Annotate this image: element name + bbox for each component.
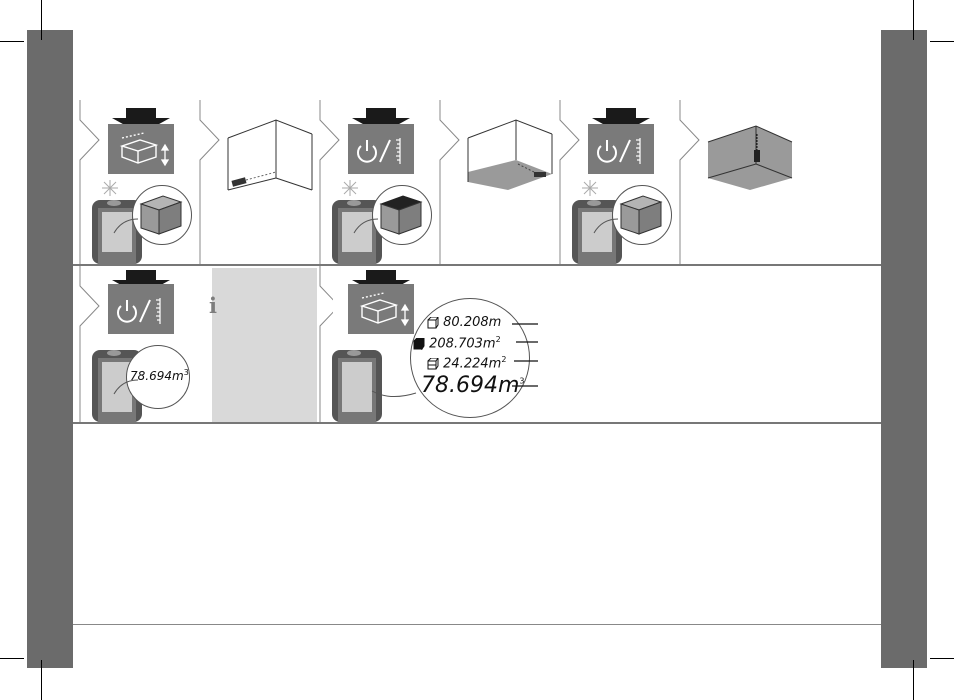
- bubble-unit: m: [172, 369, 184, 383]
- info-icon: i: [209, 293, 217, 318]
- volume-button[interactable]: [348, 284, 414, 334]
- result-row-length: 80.208m: [427, 315, 501, 330]
- power-measure-icon: [348, 124, 414, 174]
- solid-cube-icon: [413, 338, 425, 350]
- result-exponent: 2: [496, 335, 501, 344]
- result-unit: m: [489, 356, 502, 371]
- result-unit: m: [483, 336, 496, 351]
- crop-mark: [930, 41, 954, 42]
- bubble-pointer: [592, 215, 622, 235]
- volume-measure-icon: [108, 124, 174, 174]
- volume-button[interactable]: [108, 124, 174, 174]
- right-side-bar: [881, 30, 927, 668]
- row-divider: [73, 422, 881, 424]
- crop-mark: [41, 0, 42, 40]
- room-corner-icon: [220, 112, 320, 202]
- result-value: 80.208: [443, 315, 489, 330]
- power-measure-icon: [108, 284, 174, 334]
- ceiling-corner-icon: [700, 112, 800, 202]
- bubble-pointer: [112, 376, 142, 396]
- crop-mark: [930, 658, 954, 659]
- crop-mark: [0, 658, 24, 659]
- crop-mark: [913, 0, 914, 40]
- measure-button[interactable]: [348, 124, 414, 174]
- result-value: 78.694: [421, 373, 498, 398]
- result-leader-lines: [510, 316, 540, 396]
- bubble-exponent: 3: [184, 368, 189, 377]
- bubble-pointer: [352, 215, 382, 235]
- bubble-pointer: [112, 215, 142, 235]
- crop-mark: [41, 660, 42, 700]
- laser-device-8: [330, 346, 390, 422]
- volume-measure-icon: [348, 284, 414, 334]
- result-row-surface: 208.703m2: [413, 335, 501, 351]
- bubble-pointer: [370, 385, 420, 403]
- floor-corner-icon: [460, 112, 560, 202]
- area-cube-icon: [427, 358, 439, 370]
- length-cube-icon: [427, 317, 439, 329]
- bottom-rule: [73, 624, 881, 625]
- power-measure-icon: [588, 124, 654, 174]
- measure-button[interactable]: [108, 284, 174, 334]
- info-panel: [212, 268, 317, 422]
- result-unit: m: [489, 315, 502, 330]
- result-row-volume: 78.694m3: [421, 373, 525, 398]
- left-side-bar: [27, 30, 73, 668]
- result-row-area: 24.224m2: [427, 355, 506, 371]
- result-value: 208.703: [429, 336, 483, 351]
- measure-button[interactable]: [588, 124, 654, 174]
- result-value: 24.224: [443, 356, 489, 371]
- crop-mark: [913, 660, 914, 700]
- result-exponent: 2: [501, 355, 506, 364]
- crop-mark: [0, 41, 24, 42]
